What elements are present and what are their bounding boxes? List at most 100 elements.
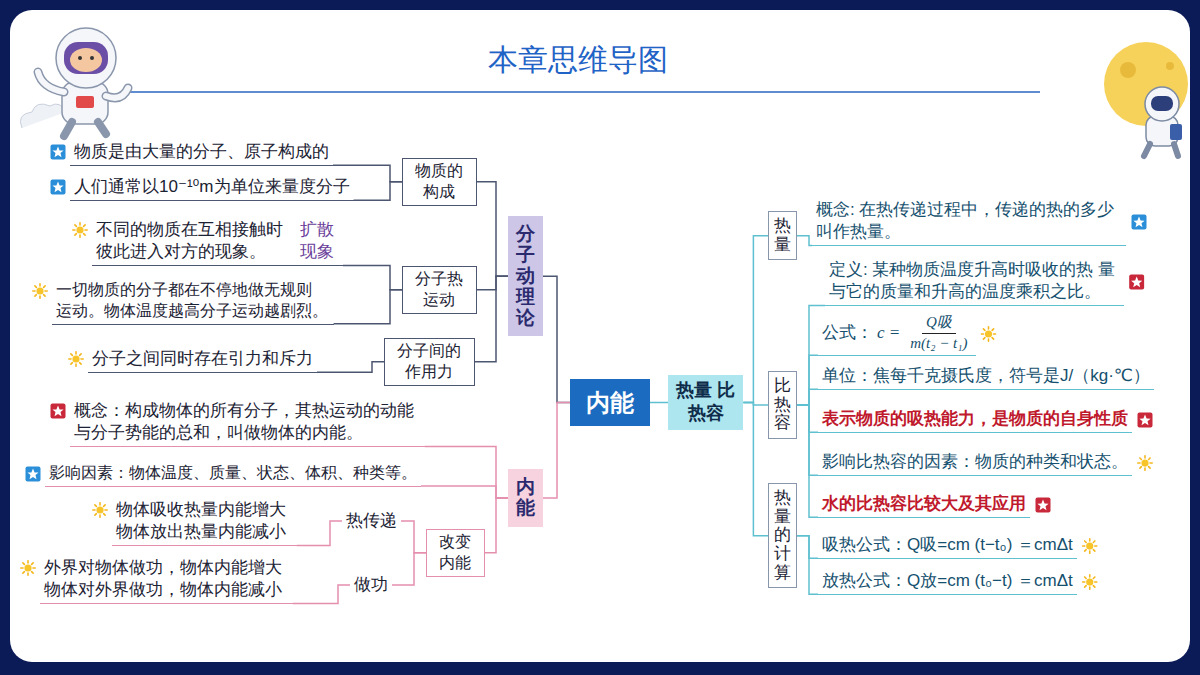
star-icon [51,145,66,160]
arm [106,88,128,98]
node-text: 表示物质的吸热能力，是物质的自身性质 [822,408,1128,430]
connector [343,265,402,289]
node-text: 概念: 在热传递过程中，传递的热的多少 叫作热量。 [816,199,1122,243]
leaf-note: 概念：构成物体的所有分子，其热运动的动能 与分子势能的总和，叫做物体的内能。 [70,399,425,447]
sun-icon [1083,539,1097,553]
node-text: 影响比热容的因素：物质的种类和状态。 [822,451,1128,473]
star-icon [1036,498,1051,513]
leaf-note: 影响因素：物体温度、质量、状态、体积、种类等。 [45,462,421,487]
connector [797,405,818,517]
node-text: 比热容 [774,377,791,433]
connector [743,236,768,403]
node-text: 分子间的 作用力 [395,341,464,383]
node-text: 放热公式：Q放=cm (t₀−t) ＝cmΔt [822,570,1073,592]
node-text: 热量的计算 [774,489,791,582]
connector [743,402,768,535]
sun-icon [93,503,107,517]
subtopic-box: 比热容 [768,371,797,439]
helmet [56,28,116,88]
node-text: Q吸 [922,313,956,334]
connector [421,486,508,498]
star-icon [1132,215,1147,230]
topic-box: 分子间的 作用力 [384,338,475,386]
arm [106,88,128,98]
node-text: 分子动理论 [516,224,535,328]
connector [334,290,402,324]
crater [1120,62,1136,78]
branch-box: 热量 比热容 [668,375,743,430]
sun-icon [21,561,35,575]
node-text: 影响因素：物体温度、质量、状态、体积、种类等。 [49,463,417,484]
node-text: 物质的 构成 [413,161,466,203]
node-text: 公式： [822,322,873,344]
connector [401,521,426,553]
connector [293,585,350,603]
visor [64,42,108,74]
leaf-note: 物质是由大量的分子、原子构成的 [70,140,333,166]
leaf-note: 放热公式：Q放=cm (t₀−t) ＝cmΔt [818,569,1077,595]
topic-box: 改变 内能 [426,529,485,577]
connector [797,236,812,246]
connector [297,521,342,545]
connector [543,276,570,402]
node-text: 吸热公式：Q吸=cm (t−t₀) ＝cmΔt [822,534,1073,556]
arm [38,72,64,92]
star-icon [26,467,41,482]
leaf-note: 物体吸收热量内能增大 物体放出热量内能减小 [112,498,297,546]
node-text: 分子之间同时存在引力和斥力 [92,348,313,370]
branch-band: 分子动理论 [508,216,543,336]
star-icon [51,180,66,195]
connector [392,553,426,585]
connector [797,536,818,559]
star-icon [51,404,66,419]
star-icon [1138,413,1153,428]
node-text: 内能 [586,387,634,418]
chest-panel [76,96,94,108]
connector [477,276,508,290]
leaf-note: 表示物质的吸热能力，是物质的自身性质 [818,407,1132,433]
sun-icon [1138,456,1152,470]
leaf-note: 吸热公式：Q吸=cm (t−t₀) ＝cmΔt [818,533,1077,559]
face [70,48,102,72]
connector [477,182,508,276]
sun-icon [69,352,83,366]
node-text: 单位：焦每千克摄氏度，符号是J/（kg·℃） [822,365,1150,387]
leaf-note: 不同的物质在互相接触时 彼此进入对方的现象。扩散 现象 [92,218,343,266]
legs [64,122,106,136]
sun-icon [981,327,995,341]
subtopic-box: 热量的计算 [768,483,797,588]
topic-box: 物质的 构成 [402,158,477,206]
node-text: 分子热 运动 [413,269,466,311]
topic-box: 分子热 运动 [402,266,477,314]
sun-icon [1083,575,1097,589]
sun-icon [73,223,87,237]
node-text: 人们通常以10⁻¹⁰m为单位来量度分子 [74,176,350,198]
node-text: 做功 [354,574,388,596]
sun-icon [33,284,47,298]
arm [38,72,64,92]
node-text: 概念：构成物体的所有分子，其热运动的动能 与分子势能的总和，叫做物体的内能。 [74,400,421,444]
eye [78,56,82,60]
eye [90,56,94,60]
connector [354,182,402,201]
connector [475,276,508,362]
leaf-note: 人们通常以10⁻¹⁰m为单位来量度分子 [70,175,354,201]
helmet [1145,87,1179,121]
title-rule [120,91,1040,93]
node-text: 一切物质的分子都在不停地做无规则 运动。物体温度越高分子运动越剧烈。 [56,280,330,322]
astronaut-left [20,28,128,136]
node-text: 定义: 某种物质温度升高时吸收的热 量与它的质量和升高的温度乘积之比。 [829,259,1120,303]
subtopic-box: 热量 [768,211,797,260]
node-text: 物体吸收热量内能增大 物体放出热量内能减小 [116,499,293,543]
star-icon [1129,275,1144,290]
connector [797,389,818,405]
node-text: 不同的物质在互相接触时 彼此进入对方的现象。 [96,219,290,263]
central-topic: 内能 [570,379,650,426]
connector [650,402,668,404]
chapter-title: 本章思维导图 [328,40,828,81]
leaf-note: 概念: 在热传递过程中，传递的热的多少 叫作热量。 [812,198,1126,246]
node-text: 内能 [516,477,535,519]
branch-band: 内能 [508,469,543,527]
connector [317,362,384,373]
